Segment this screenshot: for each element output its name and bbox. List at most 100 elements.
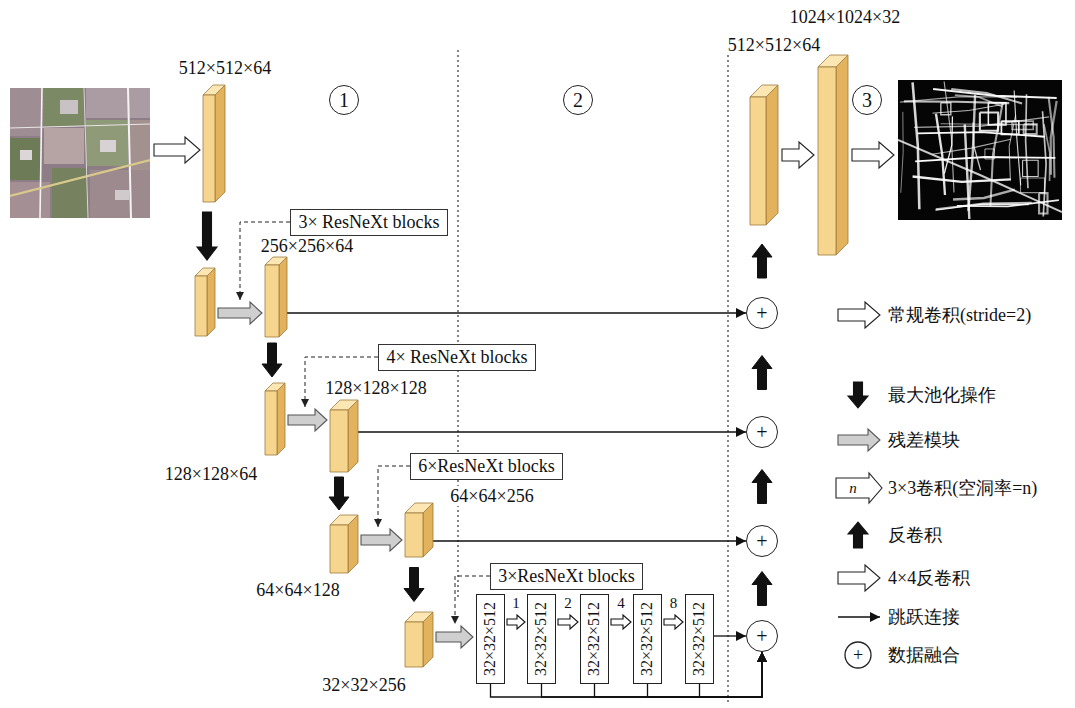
maxpool-arrow [197,212,217,260]
feature-map-prism [265,383,285,455]
boundary-line [988,103,1006,125]
map-front-face [203,95,215,202]
map-top-face [265,257,287,265]
legend-fusion-icon [845,642,871,668]
feature-map-prism [750,85,778,225]
feature-map-prism [405,503,433,557]
dimension-label: 32×32×512 [640,602,656,676]
fusion-node: + [746,416,778,448]
conv-arrow [852,142,894,168]
dilation-rate: 4 [616,596,626,611]
map-top-face [405,612,433,622]
legend-row: 反卷积 [888,522,942,548]
feature-map-prism [265,257,287,337]
map-front-face [818,67,836,255]
boundary-line [901,112,903,193]
map-side-face [348,400,358,472]
dimension-label: 128×128×64 [163,464,259,485]
boundary-line [914,117,1049,127]
image-ground [898,80,1062,220]
legend-conv-icon [838,302,880,328]
block-count-label: 3×ResNeXt blocks [498,566,635,587]
maxpool-arrow [404,568,424,602]
feature-map-prism [330,515,358,573]
dilated-conv-arrow [664,615,683,629]
maxpool-arrow [329,477,349,510]
edge-label-holder: 4 [616,596,626,611]
dilated-feature-block: 32×32×512 [580,594,609,684]
map-top-face [330,400,358,410]
legend-maxpool-icon [848,382,868,408]
legend-row: 跳跃连接 [888,604,960,630]
stage-number: 2 [563,85,593,115]
dimension-label: 32×32×512 [534,602,550,676]
legend-row: 4×4反卷积 [888,565,970,591]
feature-map: 256×256×64 [265,257,287,337]
boundary-line [1001,121,1018,134]
legend-text: 跳跃连接 [888,607,960,628]
legend-text: 反卷积 [888,525,942,546]
dilated-conv-arrow [558,615,578,629]
dimension-label: 256×256×64 [259,236,355,257]
road-line [10,160,150,196]
stage-number-text: 3 [862,90,872,110]
dimension-label: 32×32×512 [587,602,603,676]
skip-connection [358,431,746,432]
feature-map: 32×32×256 [405,612,433,667]
map-top-face [203,85,225,95]
boundary-line [898,140,1062,212]
label-holder: n [849,481,857,496]
stage-number-text: 1 [339,90,349,110]
stage-number: 3 [852,85,882,115]
fusion-node: + [746,525,778,557]
stage-number-text: 2 [573,90,583,110]
deconv-arrow [752,244,772,278]
merge-connection [595,652,763,697]
edge-label-holder: 8 [669,596,679,611]
connection-arrow [714,635,746,636]
field-patch [100,140,116,152]
feature-map: 1024×1024×32 [818,55,848,255]
fusion-symbol: + [756,303,767,323]
skip-connection [287,312,746,313]
legend-row: 数据融合 [888,642,960,668]
block-count-label: 3× ResNeXt blocks [298,212,439,233]
boundary-line [1051,101,1057,175]
feature-map: 128×128×128 [330,400,358,472]
dimension-label: 64×64×256 [448,486,535,507]
field-patch [90,170,150,218]
feature-map: 64×64×128 [330,515,358,573]
field-patch [10,88,42,136]
map-top-face [330,515,358,525]
legend-text: 3×3卷积(空洞率=n) [888,478,1037,499]
dimension-label: 128×128×128 [323,378,428,399]
dilation-rate: 8 [669,596,679,611]
boundary-line [941,103,951,115]
boundary-line [968,95,975,211]
field-patch [60,100,78,114]
road-line [84,88,88,218]
legend-row: 3×3卷积(空洞率=n) [888,475,1037,501]
dilation-rate: 1 [511,596,521,611]
dimension-label: 1024×1024×32 [788,7,902,28]
legend-dilated-icon [836,473,882,503]
feature-map-prism [330,400,358,472]
dimension-label: 32×32×512 [692,602,708,676]
map-side-face [279,257,287,337]
map-side-face [766,85,778,225]
boundary-line [953,190,1015,200]
field-patch [44,128,84,164]
dimension-label: 32×32×256 [320,675,407,696]
map-top-face [818,55,848,67]
boundary-line [1023,160,1039,176]
feature-map: 128×128×64 [265,383,285,455]
skip-connection [433,540,746,541]
map-top-face [195,268,215,276]
map-front-face [265,391,277,455]
boundary-line [936,114,945,195]
legend-symbol-plus: + [853,646,863,664]
boundary-line [990,102,1002,206]
field-patch [115,190,129,200]
resnext-callout-box: 4× ResNeXt blocks [378,344,536,371]
boundary-line [944,82,954,193]
